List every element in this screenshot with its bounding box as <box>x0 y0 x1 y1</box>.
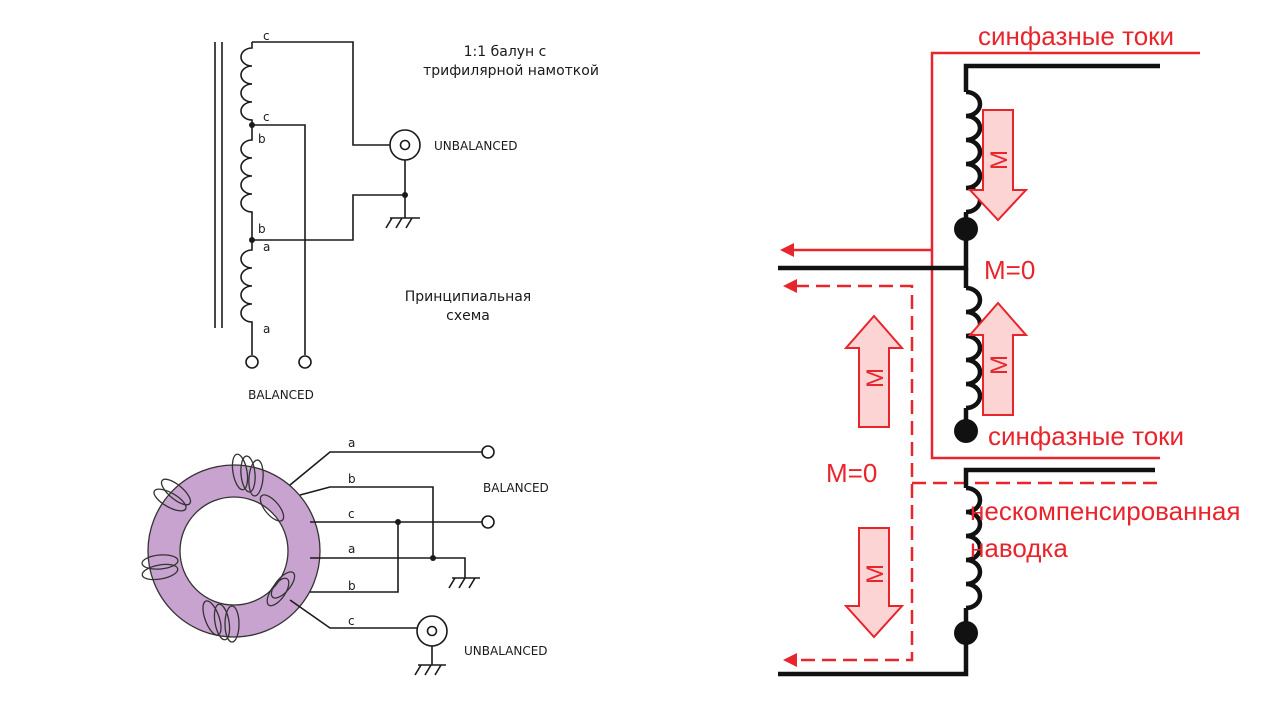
winding-bundle <box>231 453 264 497</box>
m-arrow-up: M <box>967 301 1029 416</box>
arrowhead-icon <box>783 653 797 667</box>
tap-label: b <box>258 222 266 236</box>
m-arrow-down: M <box>843 527 905 639</box>
lead-c2 <box>289 599 432 629</box>
wire-label: c <box>348 507 355 521</box>
lead-a <box>289 451 488 486</box>
tap-dot <box>249 237 255 243</box>
winding-bundle <box>153 478 192 512</box>
conductor-bottom <box>778 648 969 677</box>
winding-bundle <box>266 571 296 607</box>
ground-icon <box>414 664 446 676</box>
toroid-core <box>148 465 320 637</box>
wire-c-top <box>252 41 390 146</box>
svg-text:M: M <box>862 564 889 584</box>
winding-bundle <box>202 600 240 643</box>
uncompensated-label: наводка <box>970 533 1068 563</box>
m-zero-label: M=0 <box>826 458 877 488</box>
junction-dot <box>402 192 408 198</box>
svg-text:M: M <box>862 368 889 388</box>
junction-dot <box>430 555 436 561</box>
junction-dot <box>395 519 401 525</box>
currents-diagram: M M M M синфазные токи M=0 синфазные ток… <box>778 21 1240 677</box>
winding-middle <box>965 285 983 411</box>
schematic: c c b b a a 1:1 балун с трифилярной намо… <box>214 29 599 402</box>
unbalanced-label: UNBALANCED <box>434 139 518 153</box>
tap-label: a <box>263 322 270 336</box>
tap-dot <box>249 122 255 128</box>
wire-label: a <box>348 436 355 450</box>
uncompensated-path <box>795 284 914 662</box>
phase-dot <box>954 419 978 443</box>
balanced-terminal-1 <box>481 445 495 459</box>
common-mode-label: синфазные токи <box>988 421 1184 451</box>
winding-bundle <box>141 554 179 581</box>
tap-label: a <box>263 240 270 254</box>
balanced-label: BALANCED <box>483 481 549 495</box>
balanced-label: BALANCED <box>248 388 314 402</box>
ground-icon <box>448 577 480 589</box>
common-mode-path <box>930 51 1200 460</box>
toroid-drawing: a b c a b c BALANCED UNBALANCED <box>141 436 549 676</box>
svg-text:M: M <box>986 355 1013 375</box>
wire-c-mid <box>252 124 306 355</box>
wire-label: b <box>348 472 356 486</box>
winding-c <box>240 42 253 125</box>
winding-b <box>240 125 253 240</box>
schematic-caption: схема <box>446 308 490 324</box>
balanced-terminal-2 <box>298 355 312 369</box>
winding-a <box>240 240 253 355</box>
ground-icon <box>385 217 420 229</box>
tap-label: c <box>263 29 270 43</box>
schematic-title: трифилярной намоткой <box>423 63 599 79</box>
schematic-caption: Принципиальная <box>405 289 531 305</box>
svg-text:M: M <box>986 150 1013 170</box>
winding-top <box>965 89 983 215</box>
arrowhead-icon <box>783 279 797 293</box>
uncompensated-label: нескомпенсированная <box>970 496 1240 526</box>
m-arrow-down: M <box>967 109 1029 222</box>
conductor-mid <box>778 255 969 271</box>
winding-bundle <box>259 494 285 522</box>
schematic-title: 1:1 балун с <box>464 44 547 60</box>
lead-a2 <box>310 557 466 578</box>
phase-dot <box>954 217 978 241</box>
coax-connector-icon <box>389 129 421 161</box>
arrowhead-icon <box>780 243 794 257</box>
wire-label: a <box>348 542 355 556</box>
unbalanced-label: UNBALANCED <box>464 644 548 658</box>
m-arrow-up: M <box>843 314 905 428</box>
balanced-terminal-2 <box>481 515 495 529</box>
wire-label: b <box>348 579 356 593</box>
wire-a-tap <box>252 194 405 241</box>
balanced-terminal-1 <box>245 355 259 369</box>
winding-bottom <box>965 485 983 611</box>
conductor-top <box>963 63 1160 92</box>
common-mode-label: синфазные токи <box>978 21 1174 51</box>
m-zero-label: M=0 <box>984 255 1035 285</box>
phase-dot <box>954 621 978 645</box>
wire-label: c <box>348 614 355 628</box>
conductor-lower <box>963 467 1155 488</box>
coax-connector-icon <box>416 615 448 647</box>
lead-b2 <box>310 522 399 593</box>
tap-label: c <box>263 110 270 124</box>
tap-label: b <box>258 132 266 146</box>
